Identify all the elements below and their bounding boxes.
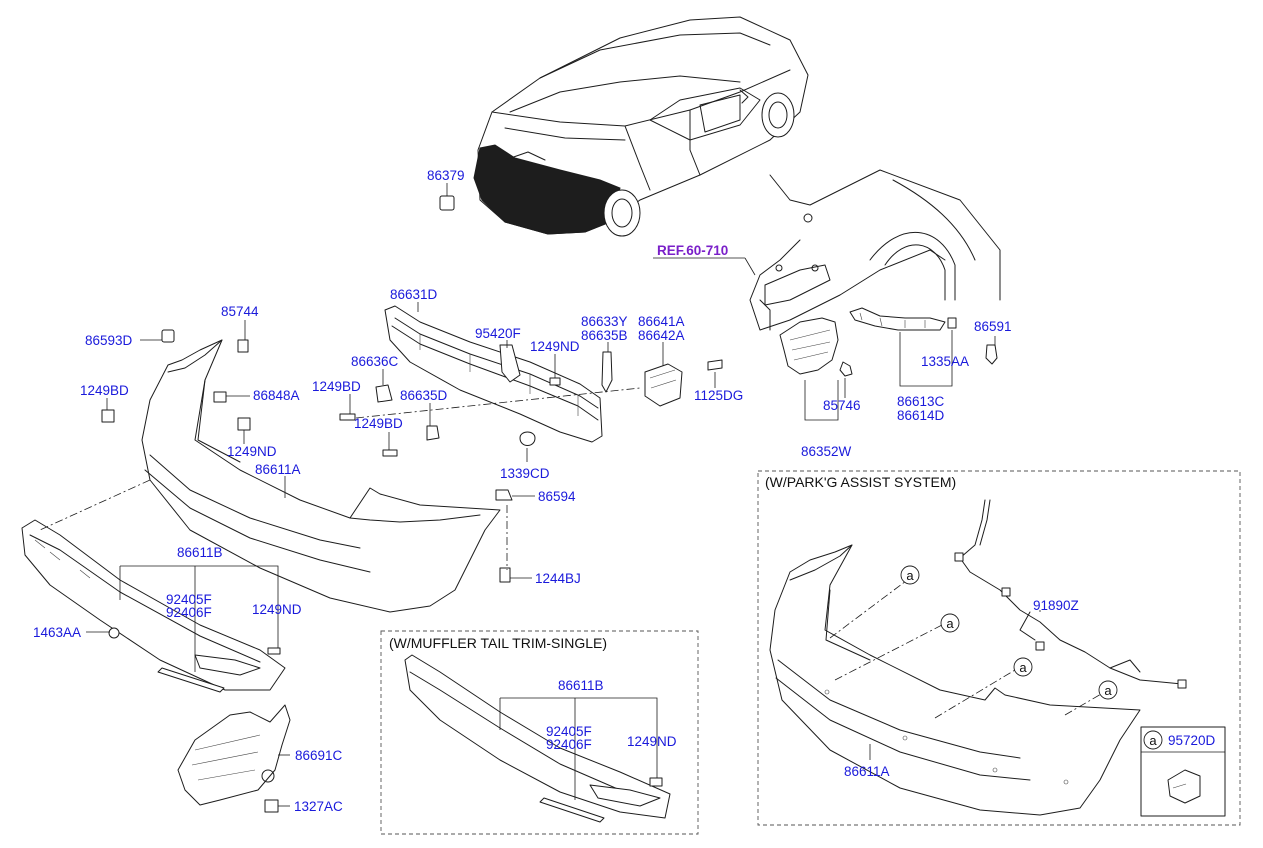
muffler-section-box (380, 630, 699, 835)
callout-a-2: a (946, 616, 954, 631)
leader-lines (86, 183, 1041, 807)
part-85746[interactable]: 85746 (823, 398, 861, 413)
lower-valance-86611B (21, 519, 286, 693)
part-86611B-a[interactable]: 86611B (177, 545, 223, 560)
callout-a-3: a (1019, 660, 1027, 675)
callout-a-legend: a (1149, 733, 1157, 748)
chain-lines (39, 387, 1109, 719)
part-86631D[interactable]: 86631D (390, 287, 438, 302)
part-1249ND-b[interactable]: 1249ND (530, 339, 580, 354)
part-1335AA[interactable]: 1335AA (921, 354, 969, 369)
rear-beam-86631D (339, 305, 723, 457)
part-86352W[interactable]: 86352W (801, 444, 852, 459)
part-86593D[interactable]: 86593D (85, 333, 133, 348)
part-86633Y[interactable]: 86633Y (581, 314, 628, 329)
ref-label[interactable]: REF.60-710 (657, 243, 728, 258)
bracket-86613C (849, 307, 998, 365)
part-86635D[interactable]: 86635D (400, 388, 448, 403)
part-86594[interactable]: 86594 (538, 489, 576, 504)
part-92405F-b[interactable]: 92405F (546, 724, 592, 739)
part-1327AC[interactable]: 1327AC (294, 799, 343, 814)
part-86611A-a[interactable]: 86611A (255, 462, 301, 477)
part-1249ND-a[interactable]: 1249ND (227, 444, 277, 459)
parking-bumper (769, 544, 1141, 816)
part-1249BD-a[interactable]: 1249BD (80, 383, 129, 398)
part-86591[interactable]: 86591 (974, 319, 1012, 334)
callout-a-4: a (1104, 683, 1112, 698)
part-1249ND-c[interactable]: 1249ND (252, 602, 302, 617)
bracket-86352W (779, 317, 853, 377)
callout-a-1: a (906, 568, 914, 583)
sensor-inset (1140, 726, 1226, 817)
part-labels: 86379 86631D 85744 86593D 1249BD 86848A … (33, 168, 1216, 814)
part-92405F-a[interactable]: 92405F (166, 592, 212, 607)
part-86611B-b[interactable]: 86611B (558, 678, 604, 693)
part-91890Z[interactable]: 91890Z (1033, 598, 1079, 613)
parking-section-box (757, 470, 1241, 826)
part-86636C[interactable]: 86636C (351, 354, 399, 369)
part-86691C[interactable]: 86691C (295, 748, 343, 763)
part-1463AA[interactable]: 1463AA (33, 625, 81, 640)
part-1125DG[interactable]: 1125DG (694, 388, 743, 403)
part-1249ND-d[interactable]: 1249ND (627, 734, 677, 749)
part-86642A[interactable]: 86642A (638, 328, 685, 343)
part-1339CD[interactable]: 1339CD (500, 466, 550, 481)
part-85744[interactable]: 85744 (221, 304, 259, 319)
part-86611A-b[interactable]: 86611A (844, 764, 890, 779)
part-86613C[interactable]: 86613C (897, 394, 945, 409)
rear-quarter-illustration (749, 169, 1001, 331)
part-1249BD-b[interactable]: 1249BD (312, 379, 361, 394)
part-86848A[interactable]: 86848A (253, 388, 300, 403)
part-95420F[interactable]: 95420F (475, 326, 521, 341)
parking-wiring-harness (954, 499, 1187, 689)
muffler-section-caption: (W/MUFFLER TAIL TRIM-SINGLE) (389, 635, 607, 651)
part-86614D[interactable]: 86614D (897, 408, 945, 423)
part-86641A[interactable]: 86641A (638, 314, 685, 329)
part-1244BJ[interactable]: 1244BJ (535, 571, 581, 586)
part-92406F-a[interactable]: 92406F (166, 605, 212, 620)
under-cover-86691C (177, 704, 291, 813)
rear-bumper-86611A (101, 329, 513, 613)
part-86379[interactable]: 86379 (427, 168, 465, 183)
part-92406F-b[interactable]: 92406F (546, 737, 592, 752)
car-illustration (439, 16, 809, 237)
parking-section-caption: (W/PARK'G ASSIST SYSTEM) (765, 474, 956, 490)
callout-circles: a a a a a (900, 565, 1163, 750)
part-1249BD-c[interactable]: 1249BD (354, 416, 403, 431)
part-95720D[interactable]: 95720D (1168, 733, 1216, 748)
part-86635B[interactable]: 86635B (581, 328, 628, 343)
